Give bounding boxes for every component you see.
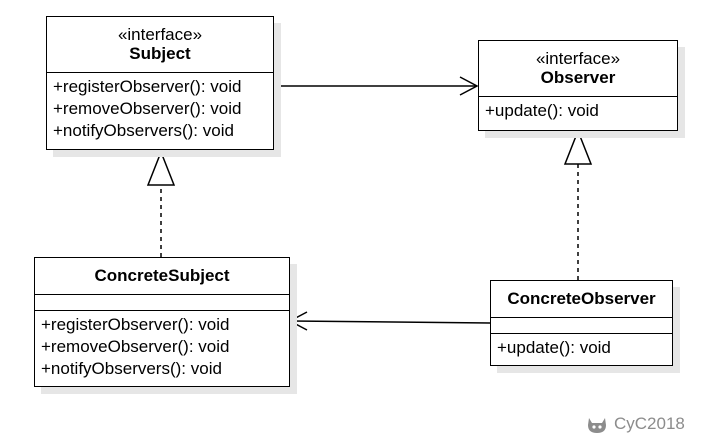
realization-concreteobserver-observer (563, 128, 593, 280)
class-header: «interface» Subject (47, 17, 273, 73)
operation: +notifyObservers(): void (53, 121, 234, 140)
class-subject[interactable]: «interface» Subject +registerObserver():… (46, 16, 274, 150)
operations-compartment: +registerObserver(): void +removeObserve… (35, 311, 289, 380)
class-concreteobserver[interactable]: ConcreteObserver +update(): void (490, 280, 673, 366)
hollow-triangle-arrowhead (563, 128, 593, 165)
operation: +registerObserver(): void (53, 77, 242, 96)
open-arrowhead (288, 311, 308, 331)
class-concretesubject[interactable]: ConcreteSubject +registerObserver(): voi… (34, 257, 290, 387)
operations-compartment: +update(): void (479, 97, 677, 122)
attributes-compartment (35, 295, 289, 311)
realization-concretesubject-subject (146, 149, 176, 257)
stereotype-label: «interface» (117, 25, 203, 44)
stereotype-label: «interface» (535, 49, 621, 68)
class-header: «interface» Observer (479, 41, 677, 97)
operation: +notifyObservers(): void (41, 359, 222, 378)
operation: +removeObserver(): void (41, 337, 230, 356)
operation: +registerObserver(): void (41, 315, 230, 334)
association-subject-observer (274, 76, 479, 96)
watermark-text: CyC2018 (614, 414, 685, 433)
hollow-triangle-arrowhead (146, 149, 176, 186)
operations-compartment: +update(): void (491, 334, 672, 359)
class-header: ConcreteObserver (491, 281, 672, 318)
operations-compartment: +registerObserver(): void +removeObserve… (47, 73, 273, 142)
class-header: ConcreteSubject (35, 258, 289, 295)
attributes-compartment (491, 318, 672, 334)
class-observer[interactable]: «interface» Observer +update(): void (478, 40, 678, 131)
class-name: Observer (540, 68, 616, 87)
open-arrowhead (459, 76, 479, 96)
class-name: Subject (129, 44, 191, 63)
operation: +update(): void (485, 101, 599, 120)
operation: +removeObserver(): void (53, 99, 242, 118)
watermark: CyC2018 (586, 414, 685, 434)
github-cat-icon (588, 418, 606, 433)
operation: +update(): void (497, 338, 611, 357)
association-concreteobserver-concretesubject (288, 311, 491, 331)
class-name: ConcreteObserver (507, 289, 656, 308)
class-name: ConcreteSubject (94, 266, 230, 285)
